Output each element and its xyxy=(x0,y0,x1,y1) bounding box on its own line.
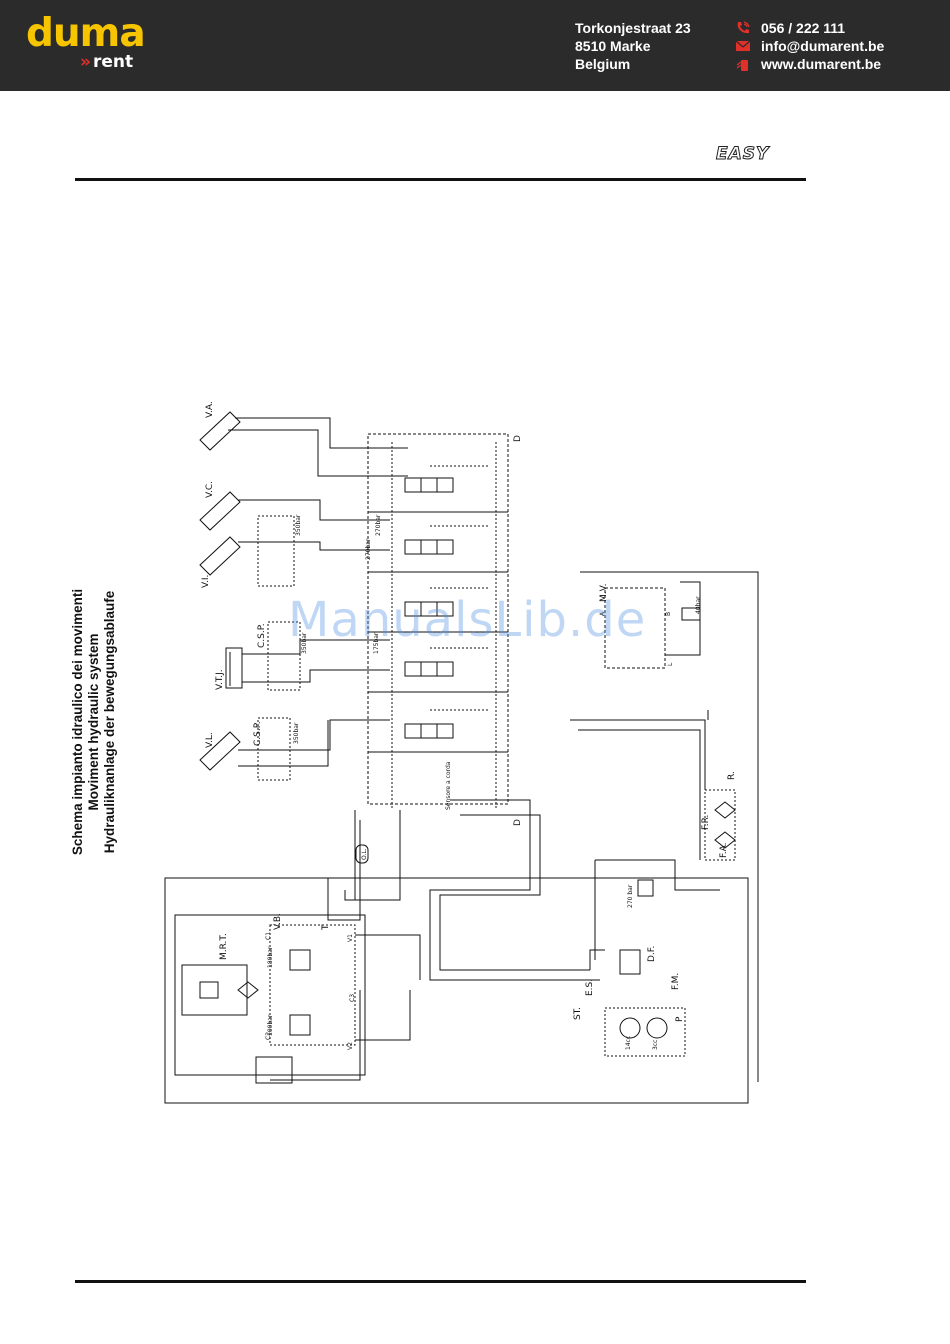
pump-box xyxy=(604,1007,686,1057)
phone-icon xyxy=(737,21,750,34)
svg-text:C2: C2 xyxy=(265,1032,272,1040)
filter-box xyxy=(704,789,736,861)
balancing-valve-3 xyxy=(257,717,291,781)
svg-text:3cc: 3cc xyxy=(652,1040,659,1050)
balancing-valve-2 xyxy=(267,621,301,691)
pump-1 xyxy=(619,1017,641,1039)
svg-text:F.A.: F.A. xyxy=(719,843,729,858)
easy-model-logo: EASY xyxy=(715,144,770,165)
svg-text:350bar: 350bar xyxy=(293,722,300,744)
address-line-3: Belgium xyxy=(575,56,631,72)
mv-box xyxy=(604,587,666,669)
email-address[interactable]: info@dumarent.be xyxy=(761,38,885,54)
title-english: Moviment hydraulic system xyxy=(86,633,101,811)
phone-number[interactable]: 056 / 222 111 xyxy=(761,20,846,36)
svg-text:C.S.P.: C.S.P. xyxy=(253,721,263,746)
title-italian: Schema impianto idraulico dei movimenti xyxy=(70,588,85,856)
svg-text:V.C.: V.C. xyxy=(205,481,215,498)
mrt-box xyxy=(174,914,366,1076)
svg-text:D.F.: D.F. xyxy=(647,946,657,962)
title-german: Hydrauliknanlage der bewegungsablaufe xyxy=(102,590,117,854)
svg-text:O.L.: O.L. xyxy=(361,848,368,860)
svg-text:C3: C3 xyxy=(349,994,356,1002)
svg-text:T: T xyxy=(321,924,331,931)
svg-text:C1: C1 xyxy=(265,932,272,940)
svg-text:V.L.: V.L. xyxy=(205,732,215,748)
svg-text:B: B xyxy=(665,612,672,616)
svg-text:D: D xyxy=(513,435,523,442)
svg-text:E.S.: E.S. xyxy=(585,979,595,996)
spool-valves xyxy=(404,477,454,739)
svg-text:270bar: 270bar xyxy=(365,538,372,560)
svg-text:L: L xyxy=(667,662,674,666)
svg-text:P: P xyxy=(675,1016,685,1022)
pump-2 xyxy=(646,1017,668,1039)
watermark: ManualsLib.de xyxy=(288,592,647,648)
svg-text:270 bar: 270 bar xyxy=(627,884,634,908)
vb-block xyxy=(269,924,356,1046)
brand-logo-sub: »rent xyxy=(80,52,134,72)
brand-logo: duma xyxy=(26,11,146,56)
hydraulic-schematic: V.A. V.C. V.I. V.T.J. V.L. C.S.P. C.S.P.… xyxy=(164,401,759,1104)
svg-text:M.V.: M.V. xyxy=(599,584,609,602)
address-line-2: 8510 Marke xyxy=(575,38,651,54)
outer-frame xyxy=(164,877,749,1104)
svg-text:ST.: ST. xyxy=(573,1007,583,1020)
address-line-1: Torkonjestraat 23 xyxy=(575,20,691,36)
svg-text:270bar: 270bar xyxy=(375,514,382,536)
header-bar: duma »rent Torkonjestraat 23 8510 Marke … xyxy=(0,0,950,91)
svg-text:350bar: 350bar xyxy=(301,632,308,654)
svg-text:V.B.: V.B. xyxy=(273,913,283,930)
svg-text:A: A xyxy=(599,611,606,616)
diagram-labels: V.A. V.C. V.I. V.T.J. V.L. C.S.P. C.S.P.… xyxy=(201,401,737,1050)
svg-text:D: D xyxy=(513,819,523,826)
brake-valve xyxy=(255,1056,293,1084)
oil-level xyxy=(355,844,369,864)
svg-text:R.: R. xyxy=(727,771,737,780)
df-valve xyxy=(619,949,641,975)
svg-text:350bar: 350bar xyxy=(295,514,302,536)
website-url[interactable]: www.dumarent.be xyxy=(761,56,882,72)
svg-text:V.I.: V.I. xyxy=(201,575,211,588)
svg-text:40bar: 40bar xyxy=(695,596,702,614)
svg-text:V.T.J.: V.T.J. xyxy=(215,669,225,690)
svg-text:V2: V2 xyxy=(347,1042,354,1050)
mail-icon xyxy=(735,40,751,51)
web-icon xyxy=(736,60,748,71)
diagram-title: Schema impianto idraulico dei movimenti … xyxy=(70,572,130,872)
svg-text:100bar: 100bar xyxy=(267,1014,274,1036)
valve-block xyxy=(367,433,509,805)
svg-text:F.M.: F.M. xyxy=(671,973,681,990)
top-divider xyxy=(75,178,806,181)
motor-block xyxy=(181,964,248,1016)
svg-text:14cc: 14cc xyxy=(625,1036,632,1050)
cylinders xyxy=(199,411,243,771)
svg-text:M.R.T.: M.R.T. xyxy=(219,933,229,960)
svg-text:C.S.P.: C.S.P. xyxy=(257,623,267,648)
svg-text:Sensore a corda: Sensore a corda xyxy=(445,761,452,810)
svg-text:F.R.: F.R. xyxy=(701,815,711,830)
svg-text:V1: V1 xyxy=(347,934,354,942)
balancing-valve-1 xyxy=(257,515,295,587)
svg-text:175bar: 175bar xyxy=(373,632,380,654)
svg-text:V.A.: V.A. xyxy=(205,401,215,418)
bottom-divider xyxy=(75,1280,806,1283)
svg-text:180bar: 180bar xyxy=(267,946,274,968)
